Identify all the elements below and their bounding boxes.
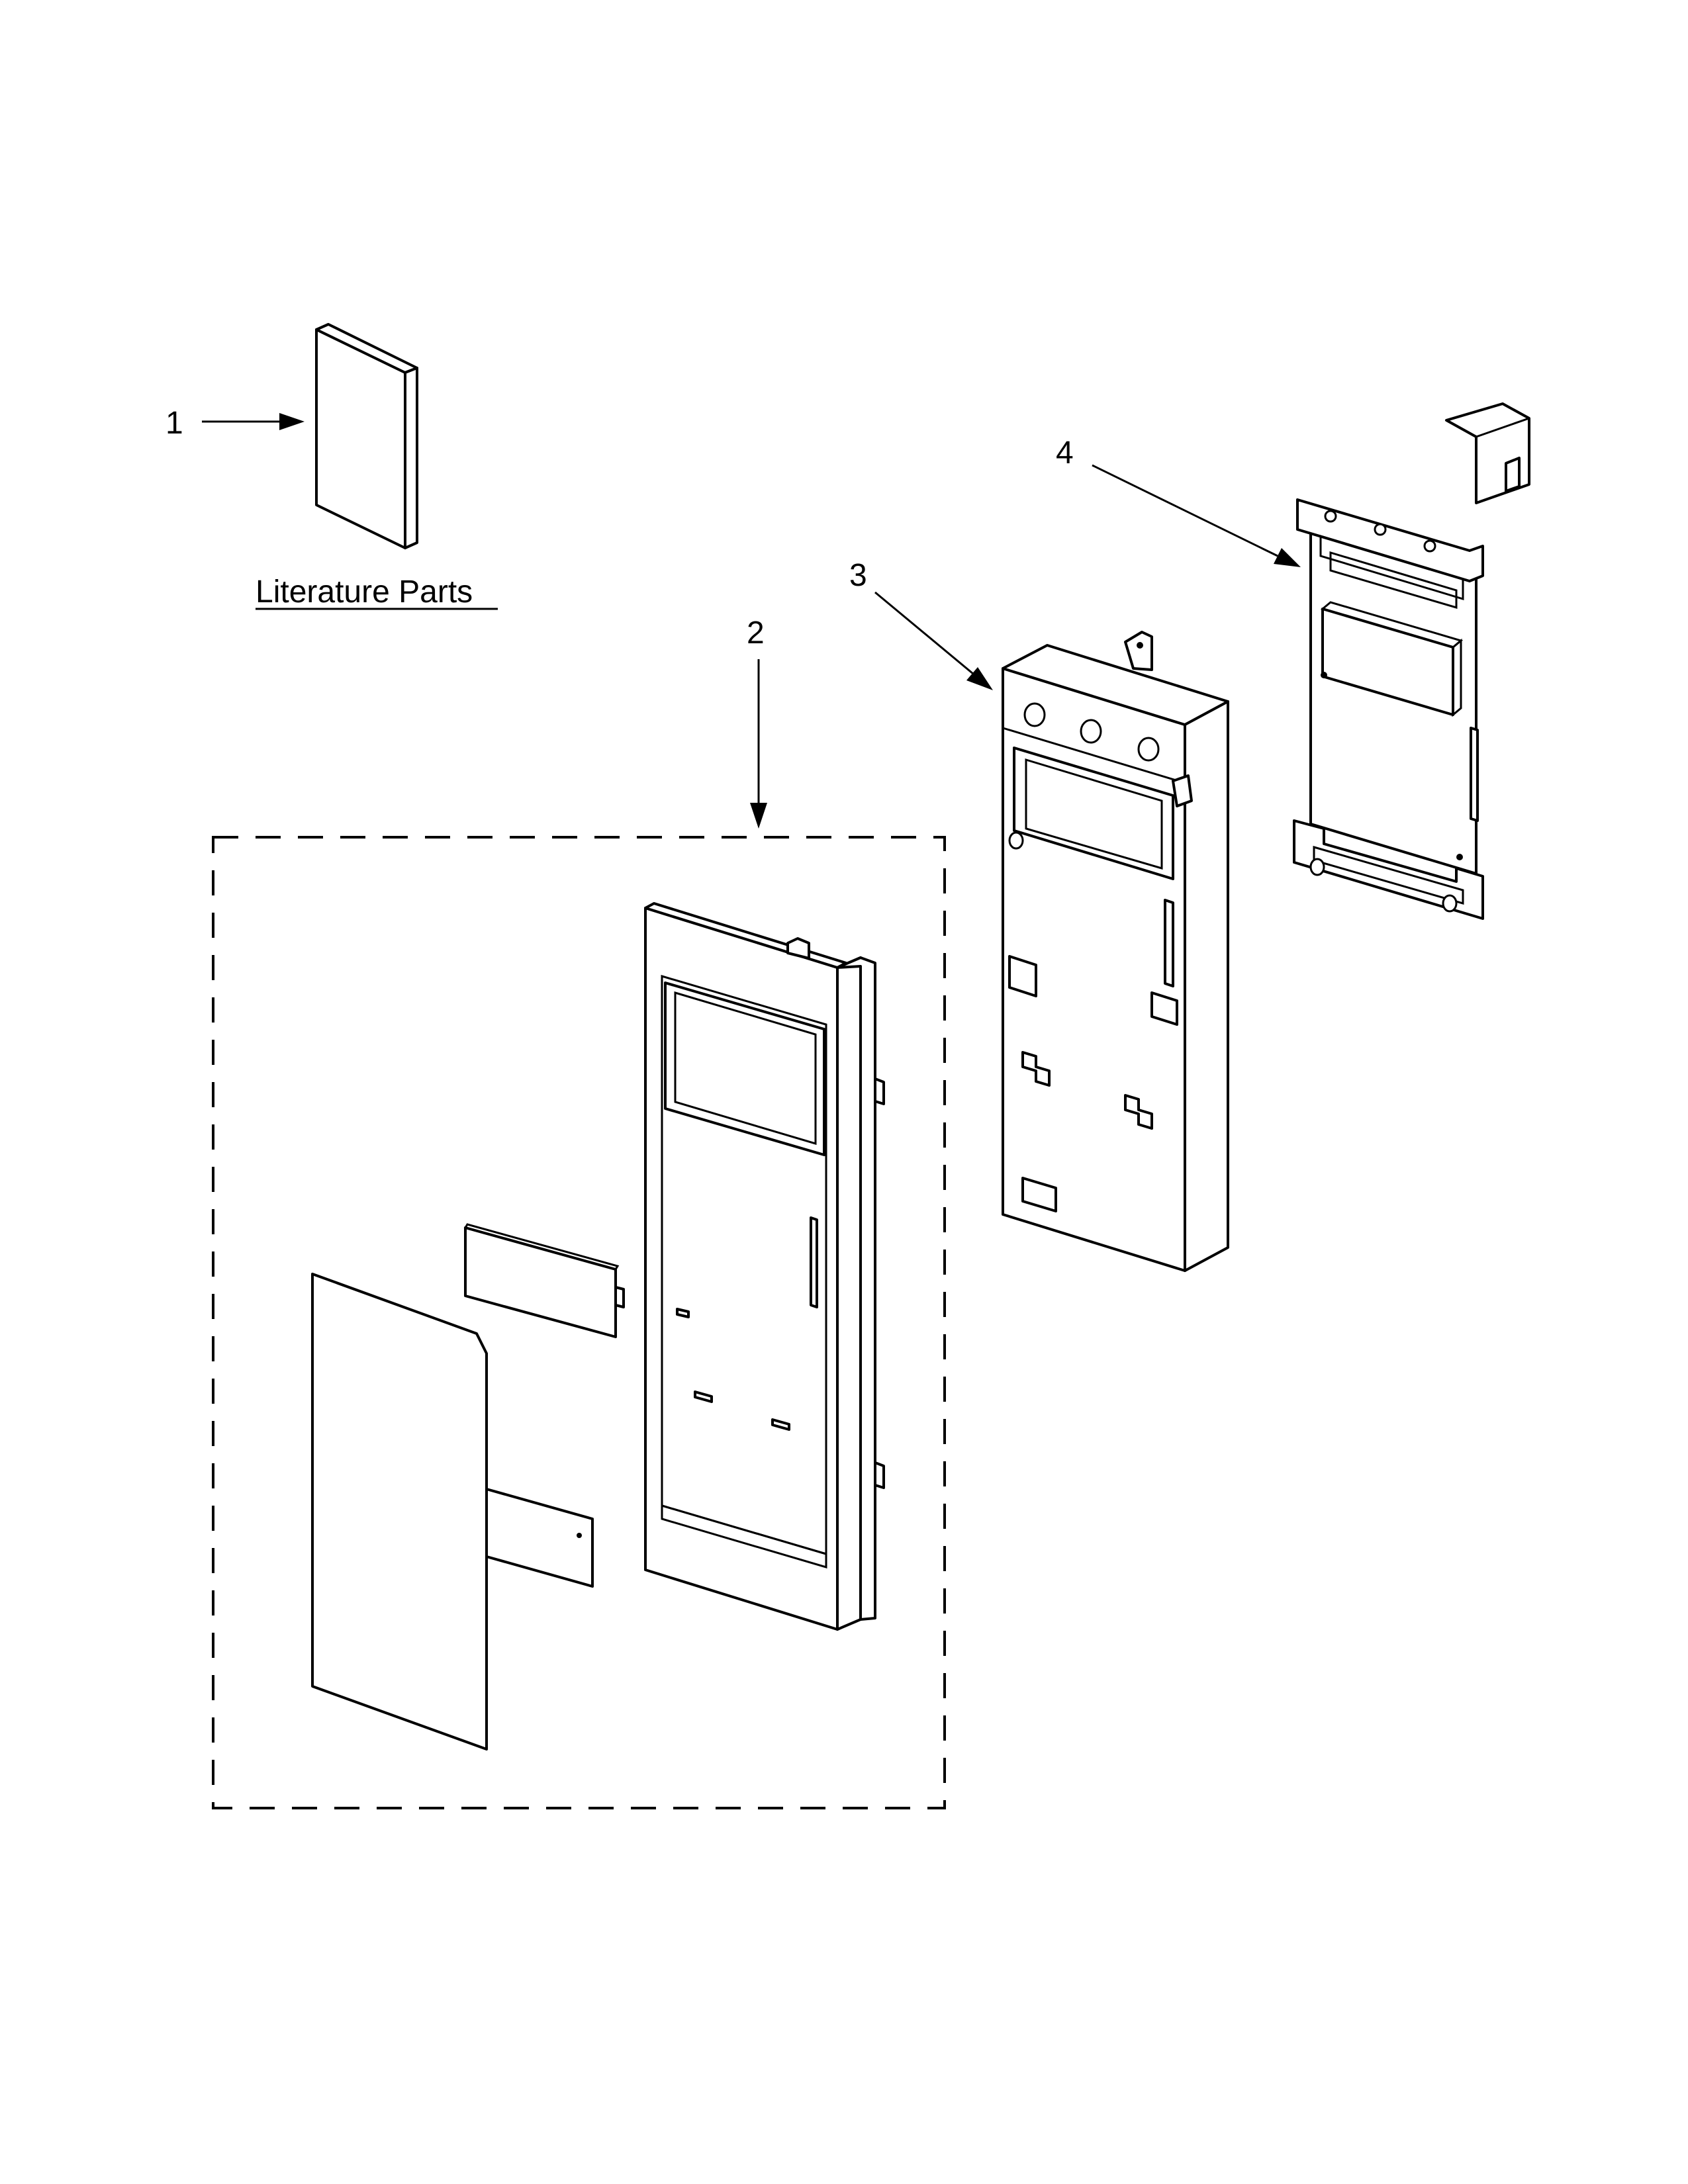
control-panel-frame[interactable] bbox=[644, 902, 885, 1631]
overlay-panel[interactable] bbox=[311, 1273, 488, 1751]
literature-booklet[interactable] bbox=[315, 323, 418, 549]
leader-line-3 bbox=[874, 591, 993, 690]
leader-line-2 bbox=[750, 659, 767, 829]
callout-1: 1 bbox=[165, 406, 183, 441]
callout-4: 4 bbox=[1056, 435, 1074, 471]
literature-parts-caption: Literature Parts bbox=[256, 574, 473, 610]
callout-3: 3 bbox=[849, 558, 867, 593]
callout-2: 2 bbox=[747, 615, 765, 651]
rear-panel-housing[interactable] bbox=[1002, 631, 1229, 1272]
label-plate[interactable] bbox=[485, 1488, 594, 1588]
display-lens[interactable] bbox=[463, 1223, 625, 1338]
leader-line-1 bbox=[202, 413, 305, 430]
leader-line-4 bbox=[1092, 464, 1301, 567]
control-board[interactable] bbox=[1293, 402, 1530, 920]
